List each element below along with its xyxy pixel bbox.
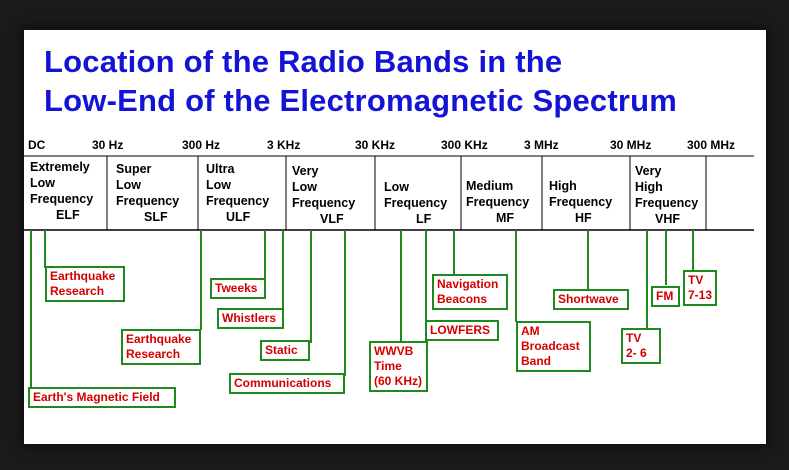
label-static: Static (260, 340, 310, 361)
title-line-1: Location of the Radio Bands in the (44, 44, 563, 79)
band-slf-line-3: Frequency (116, 194, 180, 208)
label-earthquake-research-1: Earthquake Research (45, 266, 125, 302)
band-elf: Extremely Low Frequency ELF (30, 159, 93, 223)
band-ulf-line-2: Low (206, 178, 231, 192)
label-line: Tweeks (215, 281, 258, 295)
label-shortwave: Shortwave (553, 289, 629, 310)
freq-label-30hz: 30 Hz (92, 138, 124, 152)
label-line: Time (374, 359, 402, 373)
band-ulf: Ultra Low Frequency ULF (206, 161, 269, 225)
label-line: Earthquake (50, 269, 116, 283)
band-vhf-line-3: Frequency (635, 196, 699, 210)
label-line: Research (126, 347, 181, 361)
band-mf-abbr: MF (496, 211, 515, 225)
label-line: FM (656, 289, 674, 303)
diagram-card: Location of the Radio Bands in the Low-E… (24, 30, 766, 444)
label-navigation-beacons: Navigation Beacons (432, 274, 508, 310)
label-earths-magnetic-field: Earth's Magnetic Field (28, 387, 176, 408)
band-mf: Medium Frequency MF (466, 178, 529, 226)
band-ulf-abbr: ULF (226, 210, 251, 224)
band-vlf: Very Low Frequency VLF (292, 163, 355, 227)
label-line: Navigation (437, 277, 499, 291)
band-slf: Super Low Frequency SLF (116, 161, 179, 225)
band-elf-line-3: Frequency (30, 192, 94, 206)
band-elf-line-1: Extremely (30, 160, 90, 174)
band-hf-line-1: High (549, 179, 577, 193)
label-line: (60 KHz) (374, 374, 423, 388)
band-hf-abbr: HF (575, 211, 592, 225)
label-line: 2- 6 (626, 346, 647, 360)
band-elf-abbr: ELF (56, 208, 80, 222)
label-whistlers: Whistlers (217, 308, 284, 329)
band-vlf-line-2: Low (292, 180, 317, 194)
label-earthquake-research-2: Earthquake Research (121, 329, 201, 365)
band-hf: High Frequency HF (549, 178, 612, 226)
band-mf-line-1: Medium (466, 179, 514, 193)
freq-label-30mhz: 30 MHz (610, 138, 652, 152)
label-line: WWVB (374, 344, 414, 358)
freq-label-3khz: 3 KHz (267, 138, 301, 152)
band-elf-line-2: Low (30, 176, 55, 190)
label-line: Broadcast (521, 339, 580, 353)
label-lowfers: LOWFERS (425, 320, 499, 341)
band-slf-line-2: Low (116, 178, 141, 192)
label-line: Communications (234, 376, 332, 390)
freq-label-3mhz: 3 MHz (524, 138, 559, 152)
freq-label-dc: DC (28, 138, 46, 152)
band-slf-line-1: Super (116, 162, 152, 176)
label-line: Whistlers (222, 311, 277, 325)
band-lf-line-1: Low (384, 180, 409, 194)
band-slf-abbr: SLF (144, 210, 168, 224)
band-vhf-line-1: Very (635, 164, 662, 178)
band-mf-line-2: Frequency (466, 195, 530, 209)
label-communications: Communications (229, 373, 345, 394)
label-line: LOWFERS (430, 323, 490, 337)
label-line: Static (265, 343, 298, 357)
band-vhf-abbr: VHF (655, 212, 680, 226)
band-ulf-line-1: Ultra (206, 162, 235, 176)
label-line: TV (626, 331, 642, 345)
band-vhf: Very High Frequency VHF (635, 163, 698, 227)
label-wwvb-time: WWVB Time (60 KHz) (369, 341, 428, 392)
label-tv-7-13: TV 7-13 (683, 270, 717, 306)
band-lf-abbr: LF (416, 212, 432, 226)
label-tweeks: Tweeks (210, 278, 266, 299)
band-lf-line-2: Frequency (384, 196, 448, 210)
band-vhf-line-2: High (635, 180, 663, 194)
freq-label-300mhz: 300 MHz (687, 138, 736, 152)
label-line: 7-13 (688, 288, 713, 302)
label-line: Research (50, 284, 105, 298)
label-line: Band (521, 354, 551, 368)
label-am-broadcast-band: AM Broadcast Band (516, 321, 591, 372)
label-line: Earthquake (126, 332, 192, 346)
label-line: TV (688, 273, 704, 287)
band-ulf-line-3: Frequency (206, 194, 270, 208)
band-lf: Low Frequency LF (384, 179, 447, 227)
label-fm: FM (651, 286, 680, 307)
freq-label-300khz: 300 KHz (441, 138, 488, 152)
freq-label-30khz: 30 KHz (355, 138, 396, 152)
label-tv-2-6: TV 2- 6 (621, 328, 661, 364)
band-hf-line-2: Frequency (549, 195, 613, 209)
label-line: Beacons (437, 292, 488, 306)
label-line: AM (521, 324, 540, 338)
band-vlf-abbr: VLF (320, 212, 344, 226)
label-line: Earth's Magnetic Field (33, 390, 160, 404)
band-vlf-line-3: Frequency (292, 196, 356, 210)
freq-label-300hz: 300 Hz (182, 138, 221, 152)
spectrum-lines (24, 155, 754, 389)
label-line: Shortwave (558, 292, 619, 306)
title-line-2: Low-End of the Electromagnetic Spectrum (44, 83, 678, 118)
band-vlf-line-1: Very (292, 164, 319, 178)
